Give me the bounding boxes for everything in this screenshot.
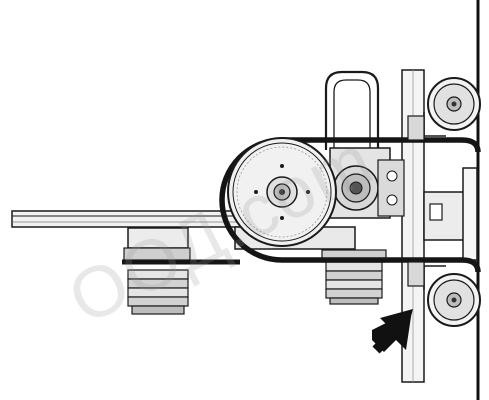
arrow-icon <box>372 309 413 354</box>
lower-idler-wheel <box>407 261 481 327</box>
gear-housing <box>423 167 478 261</box>
motor-block <box>329 147 405 219</box>
vertical-mount-bar <box>401 69 425 383</box>
upper-idler-wheel <box>407 77 481 141</box>
handle-bracket <box>324 70 380 150</box>
large-drive-wheel <box>227 137 337 247</box>
stepped-pulley-left <box>123 227 191 315</box>
right-panel-edge <box>476 0 489 400</box>
